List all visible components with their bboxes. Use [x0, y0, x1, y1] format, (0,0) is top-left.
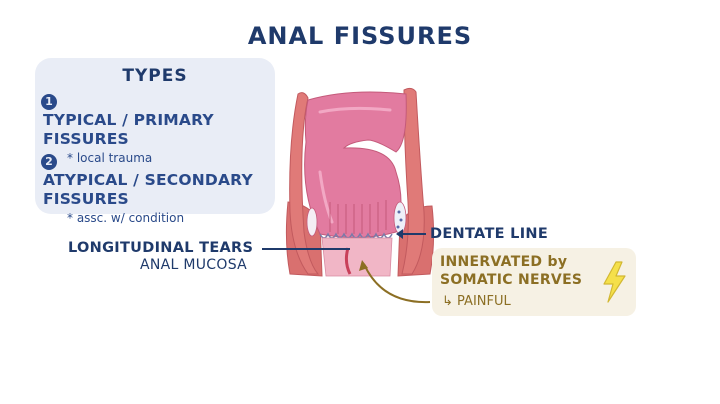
longitudinal-tears-label: LONGITUDINAL TEARS — [68, 240, 254, 256]
dentate-arrow-icon — [396, 229, 426, 239]
painful-arrow-icon — [359, 260, 431, 304]
return-arrow-icon: ↳ — [442, 294, 453, 309]
painful-row: ↳ PAINFUL — [442, 294, 511, 309]
painful-text: PAINFUL — [457, 294, 511, 309]
tears-pointer-line — [262, 248, 350, 250]
type-item-secondary: 2 ATYPICAL / SECONDARY FISSURES * assc. … — [41, 152, 275, 227]
anal-mucosa-label: ANAL MUCOSA — [140, 257, 248, 273]
type-item-primary: 1 TYPICAL / PRIMARY FISSURES * local tra… — [41, 92, 275, 167]
lightning-bolt-icon — [603, 261, 626, 303]
types-heading: TYPES — [122, 66, 188, 86]
type-note-secondary: * assc. w/ condition — [67, 211, 185, 225]
anal-canal-illustration — [280, 82, 440, 282]
number-badge-2: 2 — [41, 154, 57, 170]
types-panel: TYPES 1 TYPICAL / PRIMARY FISSURES * loc… — [35, 58, 275, 225]
somatic-nerves-text: SOMATIC NERVES — [440, 272, 583, 288]
type-note-primary: * local trauma — [67, 151, 153, 165]
innervation-callout: INNERVATED by SOMATIC NERVES ↳ PAINFUL — [432, 248, 636, 316]
type-label-secondary: ATYPICAL / SECONDARY FISSURES — [43, 171, 253, 208]
dentate-line-label: DENTATE LINE — [430, 226, 549, 242]
type-label-primary: TYPICAL / PRIMARY FISSURES — [43, 111, 214, 148]
innervated-text: INNERVATED by — [440, 254, 568, 270]
number-badge-1: 1 — [41, 94, 57, 110]
page-title: ANAL FISSURES — [247, 22, 473, 50]
